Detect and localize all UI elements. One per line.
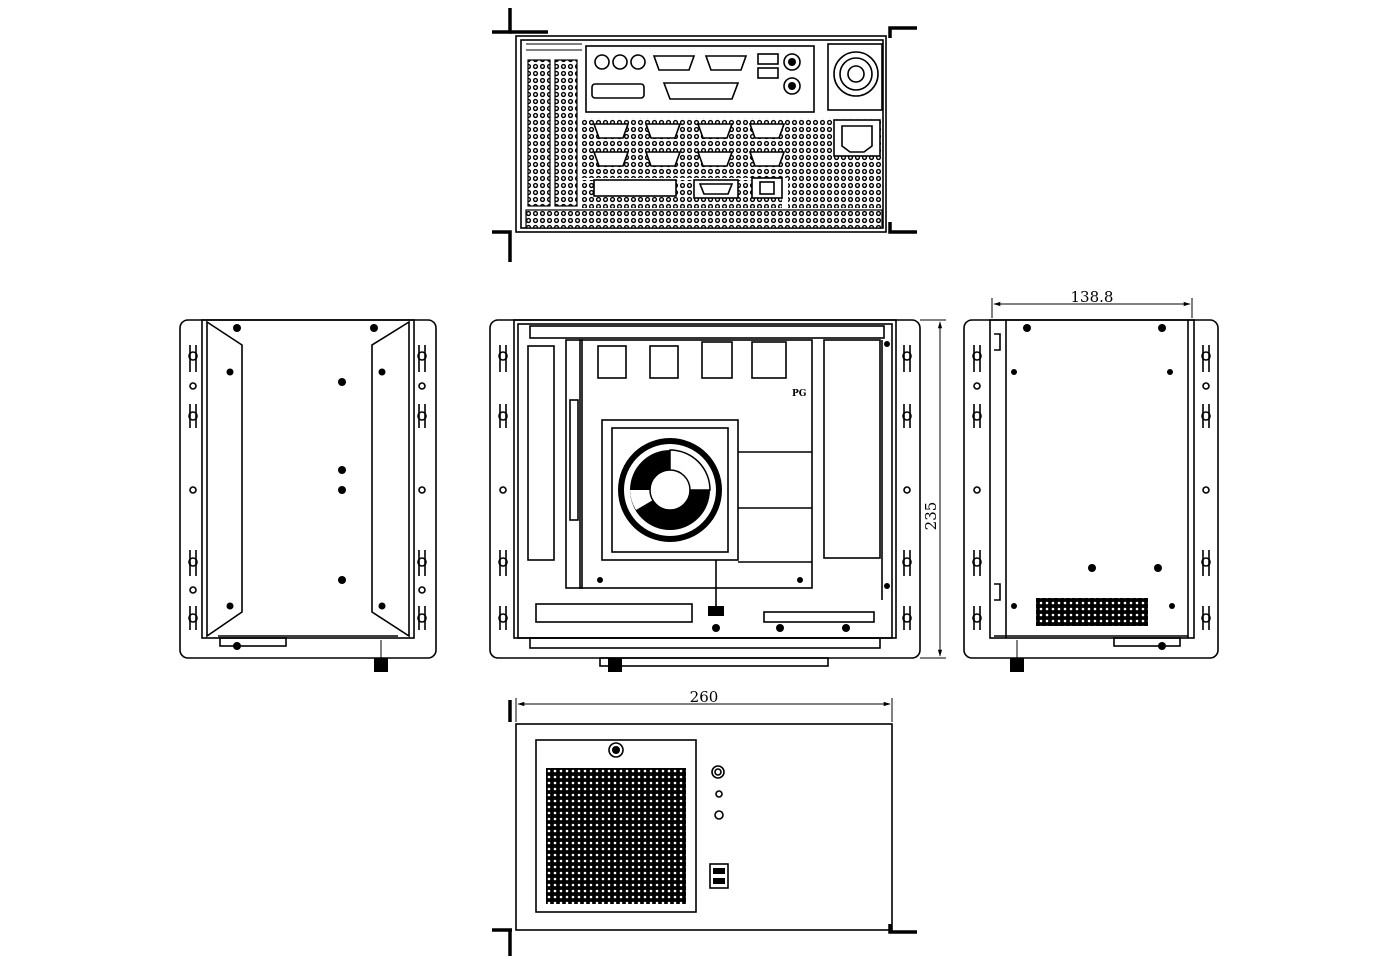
- rear-view: [492, 8, 917, 262]
- dimension-depth: 138.8: [991, 288, 1193, 318]
- dimension-width: 260: [515, 688, 893, 722]
- front-view: [492, 700, 917, 956]
- left-side-view: [179, 319, 437, 672]
- dimension-height: 235: [920, 319, 946, 659]
- right-side-view: [963, 319, 1219, 672]
- height-label: 235: [922, 502, 940, 531]
- internal-top-view: PG: [489, 319, 921, 672]
- width-label: 260: [690, 688, 719, 706]
- depth-label: 138.8: [1071, 288, 1114, 306]
- svg-text:PG: PG: [792, 389, 806, 399]
